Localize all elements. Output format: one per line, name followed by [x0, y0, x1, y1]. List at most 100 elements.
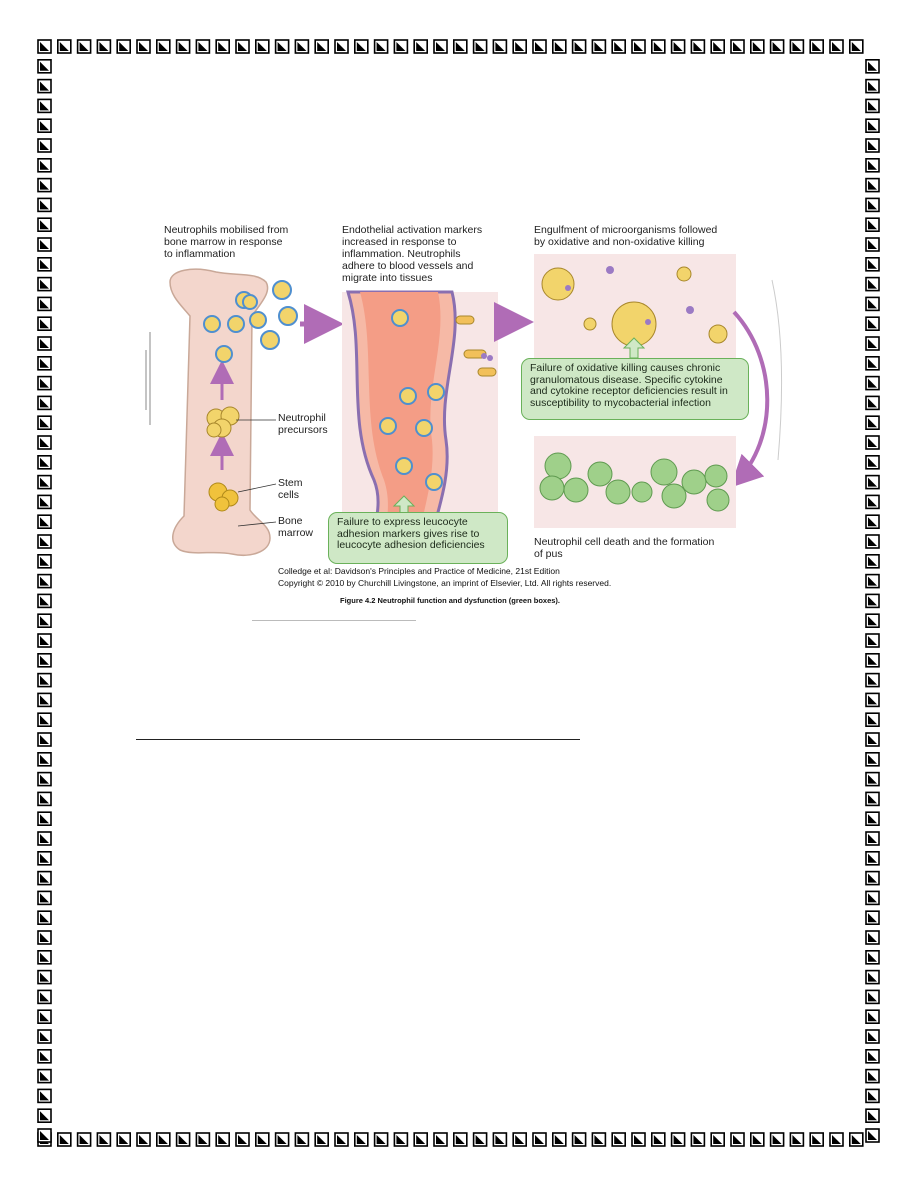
border-tile [37, 474, 52, 490]
border-tile [136, 1132, 151, 1147]
border-tile [175, 1132, 191, 1147]
label-bone-marrow: Bone marrow [278, 515, 314, 539]
border-tile [294, 39, 310, 54]
border-tile [413, 1132, 429, 1147]
border-tile [865, 1029, 880, 1044]
stem-cell [214, 496, 230, 512]
border-tile [37, 831, 52, 846]
border-tile [37, 553, 52, 569]
border-tile [670, 39, 686, 54]
border-tile [452, 39, 468, 54]
border-tile [865, 118, 880, 133]
border-tile [551, 1132, 567, 1147]
border-tile [37, 217, 52, 232]
microorganism [487, 355, 493, 361]
border-tile [37, 177, 52, 193]
border-tile [472, 1132, 488, 1147]
border-tile [37, 435, 52, 450]
border-tile [37, 692, 52, 708]
right-bracket [771, 279, 783, 461]
border-tile [37, 613, 52, 629]
label-neutrophil-precursors: Neutrophil precursors [278, 412, 328, 436]
engulfment-caption: Engulfment of microorganisms followed by… [534, 224, 718, 248]
border-tile [433, 1132, 448, 1147]
pointer-adhesion [392, 495, 416, 515]
border-tile [492, 39, 508, 54]
border-tile [650, 39, 666, 54]
vessel-neutrophils [379, 309, 445, 491]
engulfing-cells [541, 266, 728, 347]
border-tile [433, 39, 448, 54]
border-tile [472, 39, 488, 54]
border-tile [37, 98, 52, 114]
border-tile [865, 732, 880, 747]
pointer-marrow [237, 521, 277, 527]
border-tile [37, 415, 52, 431]
border-tile [789, 39, 805, 54]
border-tile [37, 652, 52, 668]
border-tile [37, 197, 52, 213]
border-tile [195, 39, 211, 54]
border-tile [865, 276, 880, 292]
border-tile [37, 969, 52, 985]
border-tile [690, 39, 706, 54]
border-tile [611, 39, 627, 54]
border-tile [235, 1132, 250, 1147]
border-tile [314, 1132, 330, 1147]
border-tile [37, 1049, 52, 1064]
border-tile [353, 39, 369, 54]
border-tile [215, 1132, 230, 1147]
border-tile [37, 811, 52, 827]
border-tile [611, 1132, 627, 1147]
border-tile [37, 870, 52, 886]
border-tile [730, 1132, 745, 1147]
border-tile [710, 1132, 726, 1147]
border-tile [37, 712, 52, 728]
border-tile [37, 39, 52, 54]
border-tile [37, 573, 52, 589]
border-tile [37, 633, 52, 648]
border-tile [865, 692, 880, 708]
border-tile [373, 1132, 389, 1147]
arrow-to-pus [730, 310, 770, 488]
border-tile [865, 1009, 880, 1025]
border-tile [865, 197, 880, 213]
border-tile [670, 1132, 686, 1147]
border-tile [848, 1132, 864, 1147]
border-tile [37, 1029, 52, 1044]
border-tile [156, 1132, 171, 1147]
border-tile [769, 39, 785, 54]
border-tile [551, 39, 567, 54]
border-tile [571, 1132, 587, 1147]
border-tile [865, 514, 880, 530]
border-tile [865, 237, 880, 252]
border-tile [848, 39, 864, 54]
border-tile [96, 39, 112, 54]
border-tile [56, 39, 72, 54]
microorganism [481, 353, 487, 359]
border-tile [865, 98, 880, 114]
bone-marrow-caption: Neutrophils mobilised from bone marrow i… [164, 224, 289, 260]
border-tile [865, 355, 880, 371]
border-tile [532, 1132, 547, 1147]
border-tile [37, 949, 52, 965]
border-tile [37, 751, 52, 767]
vessel-caption: Endothelial activation markers increased… [342, 224, 483, 284]
border-tile [829, 1132, 844, 1147]
border-tile [865, 474, 880, 490]
vessel-lumen [360, 292, 441, 558]
border-tile [76, 39, 92, 54]
border-tile [393, 1132, 409, 1147]
figure-caption: Figure 4.2 Neutrophil function and dysfu… [340, 596, 561, 605]
border-tile [865, 296, 880, 312]
border-tile [865, 217, 880, 232]
border-tile [865, 78, 880, 94]
border-tile [37, 138, 52, 153]
border-tile [255, 39, 270, 54]
border-tile [37, 890, 52, 906]
border-tile [865, 494, 880, 510]
border-tile [865, 1049, 880, 1064]
green-box-oxidative: Failure of oxidative killing causes chro… [521, 358, 749, 420]
border-tile [749, 1132, 765, 1147]
border-tile [37, 256, 52, 272]
